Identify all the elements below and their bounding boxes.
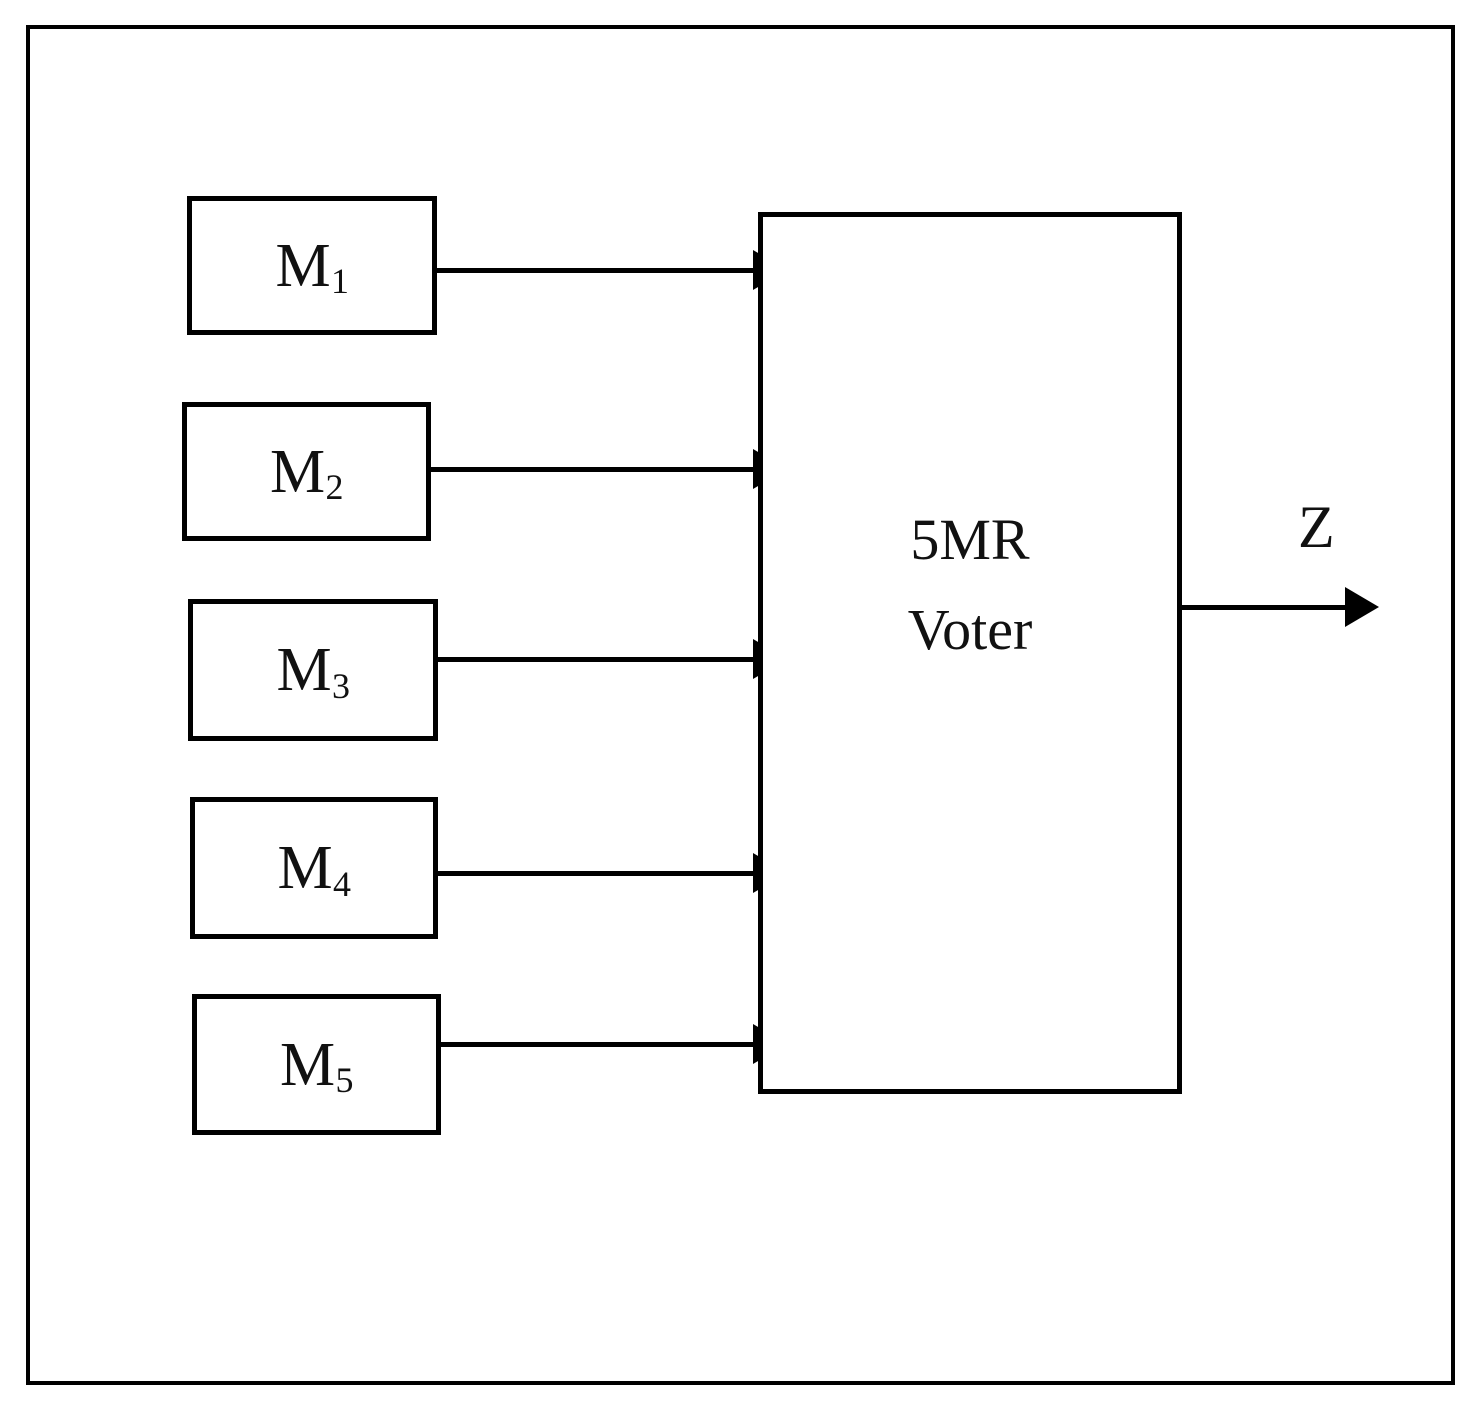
figure-frame: M1 M2 M3 M4 M5 [26, 25, 1455, 1385]
module-label-m5: M5 [279, 1030, 354, 1101]
connector-m3-to-voter [438, 657, 760, 662]
voter-label: 5MR Voter [763, 495, 1177, 675]
connector-voter-to-output [1178, 605, 1353, 610]
module-box-m1[interactable]: M1 [187, 196, 437, 335]
voter-label-line-2: Voter [907, 596, 1033, 662]
module-label-m3: M3 [276, 636, 350, 706]
module-box-m4[interactable]: M4 [190, 797, 438, 939]
arrowhead-output-z [1345, 587, 1379, 627]
connector-m1-to-voter [437, 268, 760, 273]
connector-m5-to-voter [441, 1042, 760, 1047]
voter-box[interactable]: 5MR Voter [758, 212, 1182, 1094]
module-label-m1: M1 [275, 231, 349, 302]
output-label-z: Z [1298, 494, 1335, 560]
module-box-m3[interactable]: M3 [188, 599, 438, 741]
voter-label-line-1: 5MR [910, 507, 1030, 572]
module-label-m2: M2 [269, 437, 344, 508]
module-box-m2[interactable]: M2 [182, 402, 431, 541]
connector-m4-to-voter [438, 871, 760, 876]
connector-m2-to-voter [431, 467, 760, 472]
module-box-m5[interactable]: M5 [192, 994, 441, 1135]
module-label-m4: M4 [277, 834, 351, 904]
